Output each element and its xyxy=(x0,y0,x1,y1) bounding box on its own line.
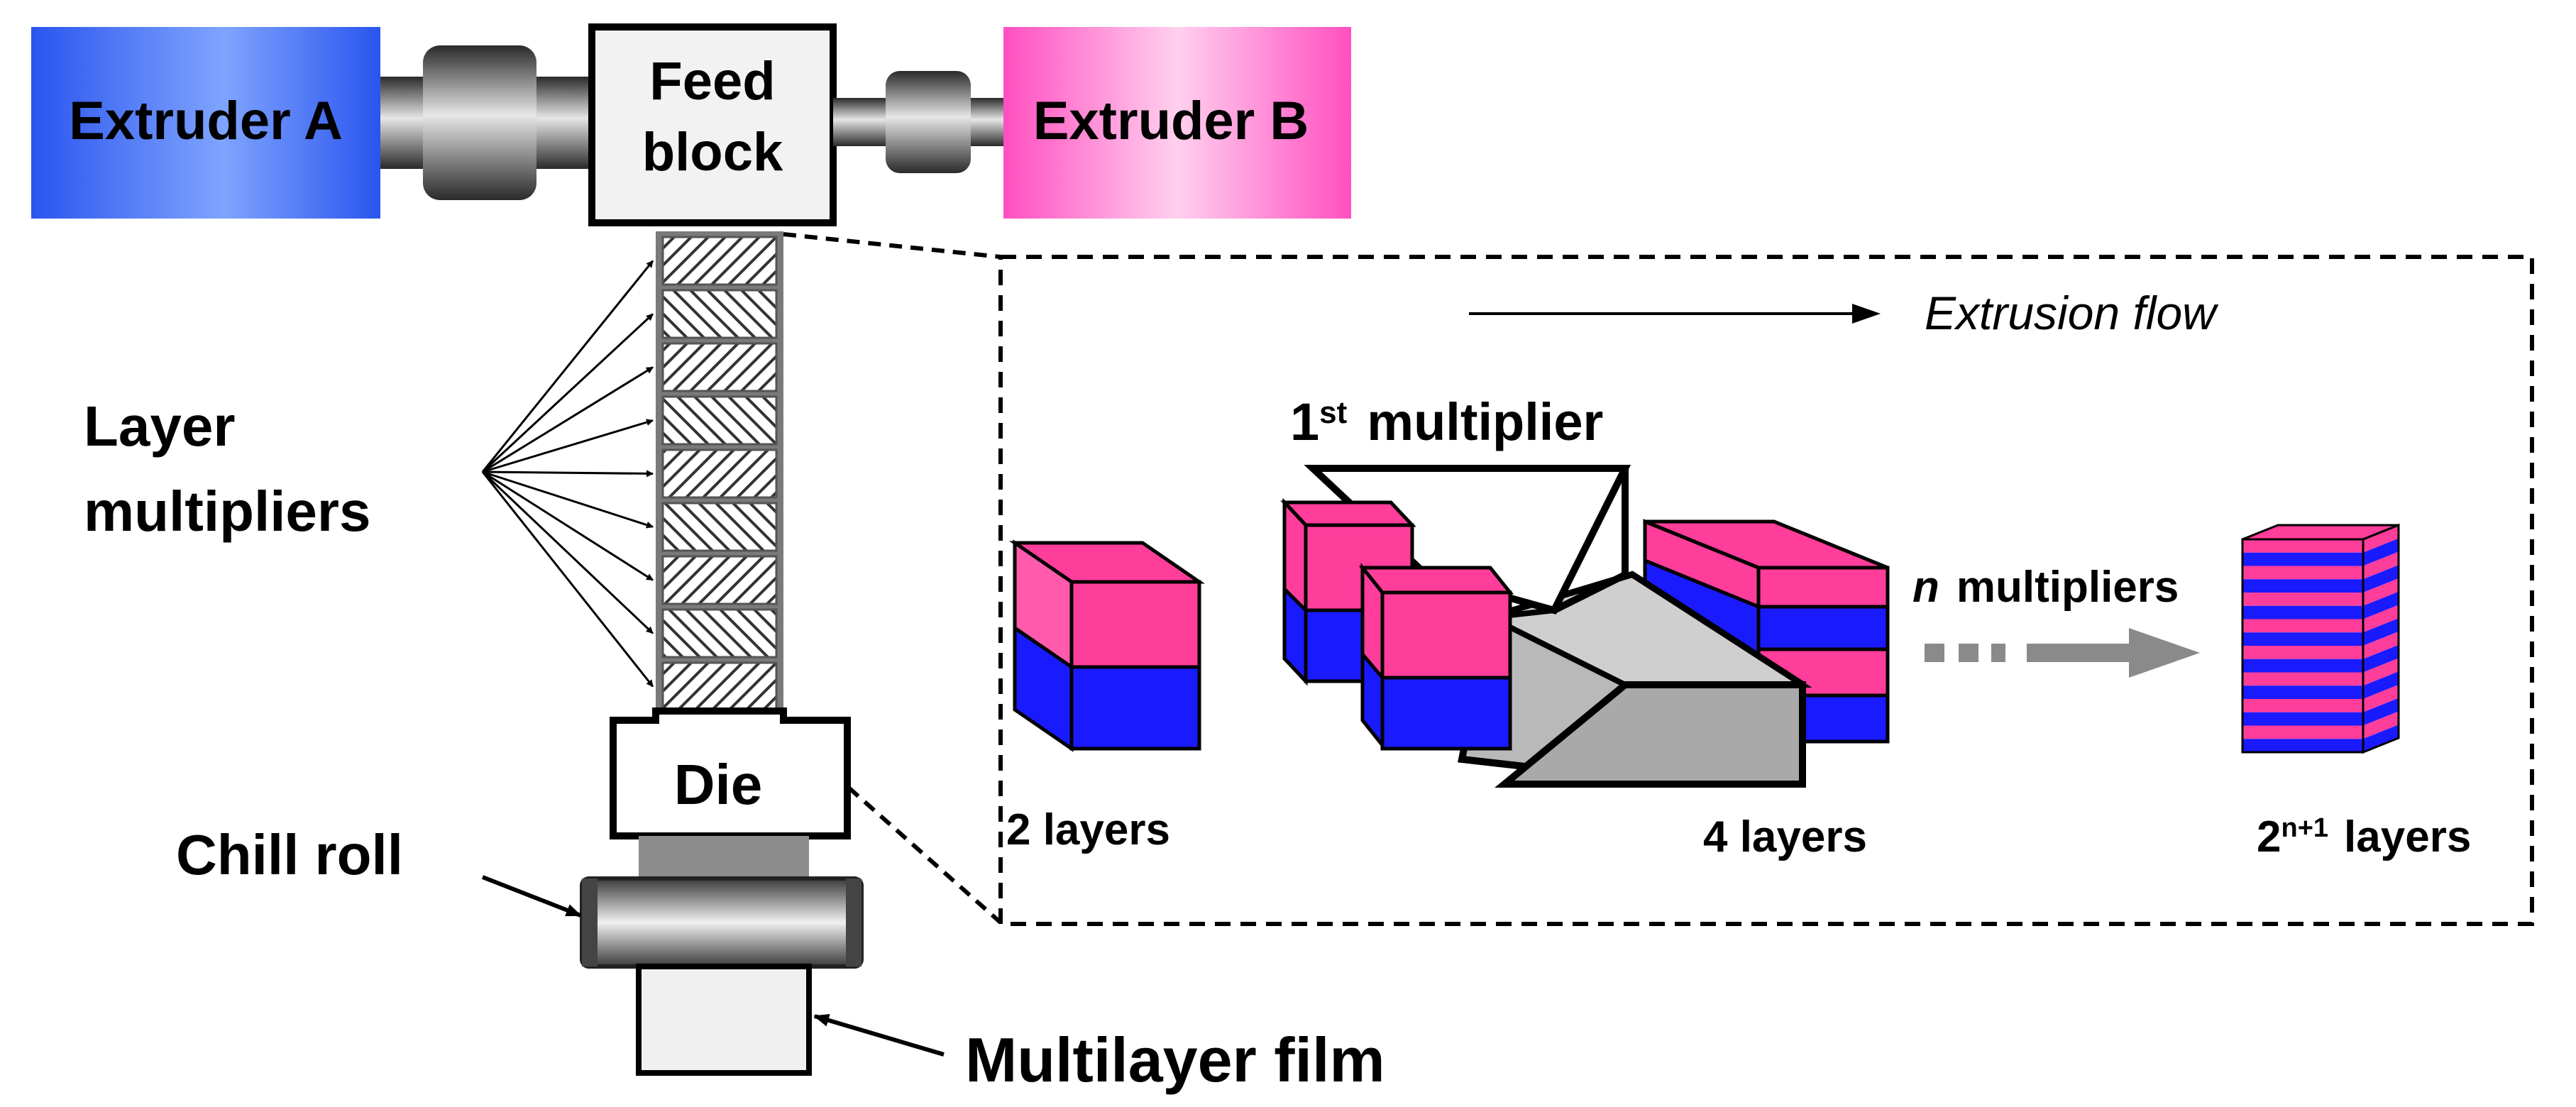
multiplier-cell xyxy=(661,342,778,392)
zoom-detail-box xyxy=(998,255,2534,926)
final-block-layer-left xyxy=(2242,593,2363,606)
pointer-arrow xyxy=(482,419,654,473)
multiplier-cell xyxy=(661,236,778,286)
final-block-layer-right xyxy=(2363,618,2399,646)
final-block-layer-left xyxy=(2242,579,2363,593)
extruder-b-label: Extruder B xyxy=(1033,91,1309,151)
extrusion-flow-label: Extrusion flow xyxy=(1925,287,2219,339)
split-block-back xyxy=(1280,497,1416,686)
final-block-layer-right xyxy=(2363,632,2399,659)
pointer-arrow xyxy=(481,260,654,473)
extruder-a: Extruder A xyxy=(31,27,380,219)
zoom-line-top xyxy=(783,232,1001,259)
final-block-layer-left xyxy=(2242,539,2363,553)
pointer-arrow xyxy=(482,470,654,478)
layer-multipliers-label-line1: Layer xyxy=(84,395,235,458)
connector-b xyxy=(833,71,1005,173)
final-block-layer-left xyxy=(2242,659,2363,673)
layer-multiplier-stack xyxy=(656,231,783,718)
split-block-front xyxy=(1358,562,1514,751)
multiplier-cell xyxy=(661,661,778,712)
final-block-layer-right xyxy=(2363,711,2399,739)
pointer-arrow xyxy=(482,470,654,581)
feed-block: Feed block xyxy=(588,23,837,226)
final-block-layer-left xyxy=(2242,646,2363,659)
layer-multipliers-callout: Layer multipliers xyxy=(84,260,654,688)
multilayer-film xyxy=(636,964,812,1076)
chill-roll-label: Chill roll xyxy=(176,823,403,886)
final-block-layer-left xyxy=(2242,712,2363,726)
final-block-layer-left xyxy=(2242,699,2363,712)
feed-block-label-line2: block xyxy=(642,122,783,182)
multilayer-film-pointer xyxy=(813,1014,945,1057)
final-block-layer-left xyxy=(2242,566,2363,580)
final-block-layer-right xyxy=(2363,538,2399,566)
final-block-outline-right xyxy=(2362,523,2400,754)
final-block-layer-left xyxy=(2242,605,2363,619)
pointer-arrow xyxy=(481,471,654,688)
final-block-layer-right xyxy=(2363,725,2399,752)
final-block-layer-right xyxy=(2363,685,2399,712)
multiplier-cell xyxy=(661,448,778,499)
final-block-layer-right xyxy=(2363,605,2399,633)
final-block-layer-right xyxy=(2363,565,2399,593)
die: Die xyxy=(610,707,851,839)
chill-roll-pointer xyxy=(481,875,582,918)
multiplier-cell xyxy=(661,395,778,446)
pointer-arrow xyxy=(482,470,654,529)
final-block-layer-right xyxy=(2363,525,2399,553)
final-block-layer-right xyxy=(2363,658,2399,686)
multiplier-cell xyxy=(661,608,778,659)
two-layer-block xyxy=(1008,539,1206,752)
connector-a xyxy=(380,45,590,200)
final-block-layer-left xyxy=(2242,672,2363,686)
pointer-arrow xyxy=(481,470,654,634)
final-block-layer-right xyxy=(2363,644,2399,673)
final-block-layer-left xyxy=(2242,685,2363,699)
final-block-layer-left xyxy=(2242,725,2363,739)
extruder-b: Extruder B xyxy=(1003,27,1351,219)
multilayer-film-label: Multilayer film xyxy=(965,1025,1385,1095)
chill-roll xyxy=(580,876,864,969)
final-block-layer-left xyxy=(2242,552,2363,566)
multiplier-cell xyxy=(661,289,778,339)
zoom-line-bottom xyxy=(847,786,1002,925)
final-block-layer-left xyxy=(2242,619,2363,633)
final-block-layer-left xyxy=(2242,632,2363,646)
final-block-layer-left xyxy=(2242,739,2363,752)
final-block-layer-right xyxy=(2363,551,2399,580)
die-outlet xyxy=(639,836,809,879)
pointer-arrow xyxy=(482,366,654,473)
final-multilayer-block xyxy=(2241,523,2400,754)
final-block-layer-right xyxy=(2363,578,2399,606)
multiplier-cell xyxy=(661,502,778,552)
layer-multiplier-pointer-arrows xyxy=(481,260,654,688)
die-label: Die xyxy=(674,753,763,816)
extrusion-flow-indicator: Extrusion flow xyxy=(1469,287,2219,339)
multiplier-cell xyxy=(661,555,778,605)
final-block-layer-right xyxy=(2363,698,2399,726)
layer-multipliers-label-line2: multipliers xyxy=(84,480,371,543)
pointer-arrow xyxy=(481,313,654,473)
extruder-a-label: Extruder A xyxy=(69,91,343,151)
feed-block-label-line1: Feed xyxy=(649,51,775,111)
four-layers-label: 4 layers xyxy=(1703,813,1867,861)
final-block-layer-right xyxy=(2363,671,2399,699)
final-block-layer-right xyxy=(2363,591,2399,619)
two-layers-label: 2 layers xyxy=(1006,805,1170,854)
